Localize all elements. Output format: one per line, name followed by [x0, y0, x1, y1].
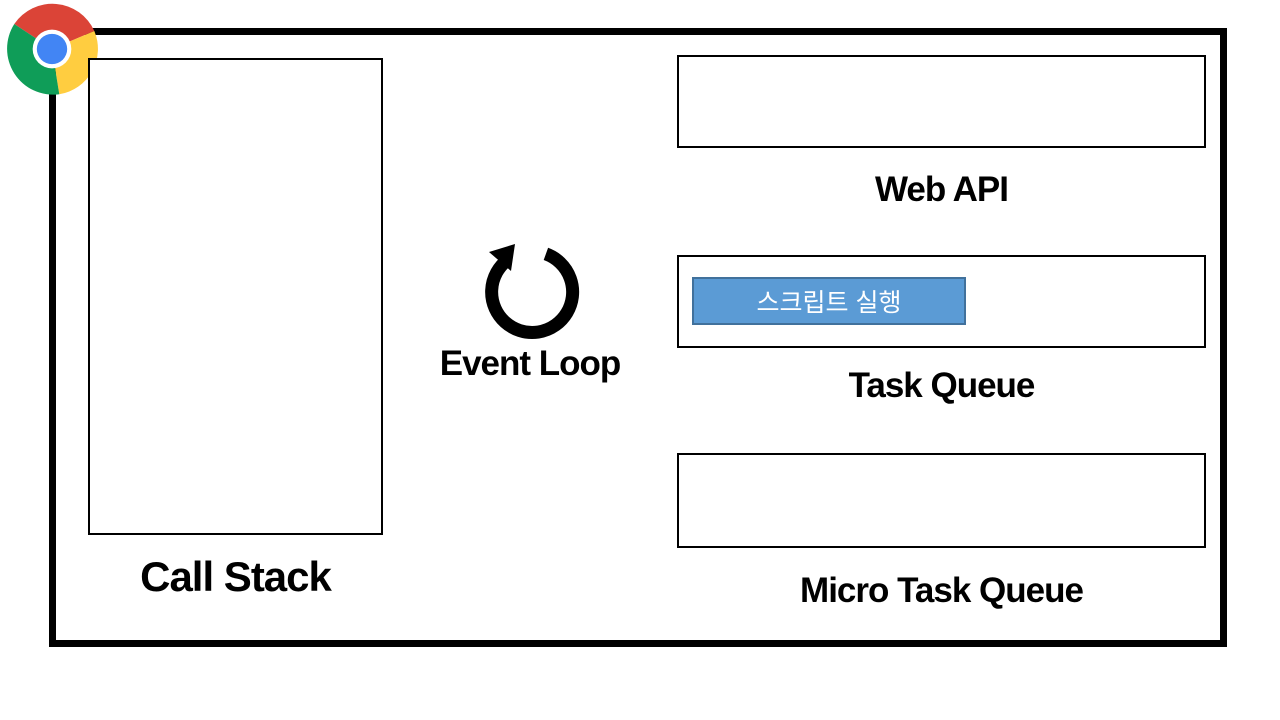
task-item-script-run: 스크립트 실행: [692, 277, 966, 325]
chrome-logo-icon: [7, 3, 98, 95]
task-queue-box: 스크립트 실행: [677, 255, 1206, 348]
chrome-logo-center: [36, 33, 68, 65]
web-api-box: [677, 55, 1206, 148]
task-queue-label: Task Queue: [848, 366, 1036, 405]
call-stack-box: [88, 58, 383, 535]
event-loop-arrowhead: [489, 244, 515, 271]
browser-frame: [49, 28, 1227, 647]
event-loop-icon: [485, 244, 580, 339]
web-api-label: Web API: [874, 170, 1009, 209]
micro-task-queue-label: Micro Task Queue: [800, 571, 1084, 610]
call-stack-label: Call Stack: [140, 553, 332, 600]
event-loop-label: Event Loop: [439, 344, 622, 383]
micro-task-queue-box: [677, 453, 1206, 548]
